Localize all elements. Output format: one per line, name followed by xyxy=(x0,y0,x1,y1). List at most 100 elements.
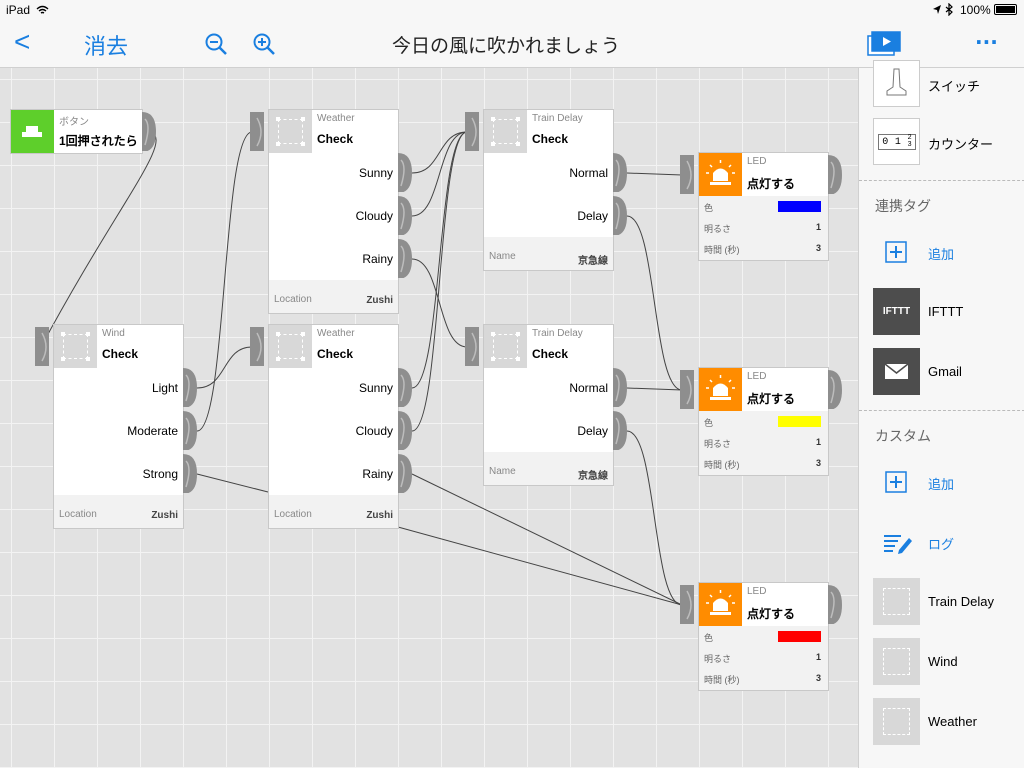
node-title: Check xyxy=(317,132,354,146)
wire-t1-normal-led1 xyxy=(626,172,683,176)
node-title: Check xyxy=(102,347,139,361)
input-port-led1[interactable] xyxy=(680,154,694,194)
palette-weather[interactable]: Weather xyxy=(873,698,1023,746)
button-node[interactable]: ボタン 1回押されたら xyxy=(11,110,142,153)
wind-node[interactable]: Wind Check Light Moderate Strong Locatio… xyxy=(54,325,183,528)
flow-canvas[interactable]: ボタン 1回押されたら Wind Check Light Moderate St… xyxy=(0,68,858,768)
output-label-cloudy: Cloudy xyxy=(355,209,393,223)
output-port-weather2-sunny[interactable] xyxy=(398,367,412,407)
output-label-delay: Delay xyxy=(577,209,608,223)
weather-node-2[interactable]: Weather Check Sunny Cloudy Rainy Locatio… xyxy=(269,325,398,528)
output-port-train2-delay[interactable] xyxy=(613,410,627,450)
output-port-weather2-rainy[interactable] xyxy=(398,453,412,493)
node-category: Weather xyxy=(317,328,355,339)
page-title: 今日の風に吹かれましょう xyxy=(392,35,621,57)
output-label-rainy: Rainy xyxy=(362,467,393,481)
add-integration-button[interactable]: 追加 xyxy=(873,228,1023,276)
play-slideshow-icon[interactable] xyxy=(866,30,904,58)
output-port-led1[interactable] xyxy=(828,154,842,194)
output-port-wind-moderate[interactable] xyxy=(183,410,197,450)
wire-t2-normal-led2 xyxy=(626,387,683,391)
led-time-row: 時間 (秒)3 xyxy=(699,238,828,260)
node-title: Check xyxy=(532,347,569,361)
output-label-sunny: Sunny xyxy=(358,381,393,395)
node-title: 点灯する xyxy=(747,177,796,191)
node-category: Weather xyxy=(317,113,355,124)
output-label-strong: Strong xyxy=(142,467,178,481)
node-title: Check xyxy=(532,132,569,146)
bluetooth-icon xyxy=(945,3,953,16)
node-category: LED xyxy=(747,156,767,167)
node-title: 点灯する xyxy=(747,392,796,406)
add-icon xyxy=(885,471,907,493)
battery-percent: 100% xyxy=(960,3,991,17)
log-edit-icon xyxy=(884,535,912,554)
output-port-weather2-cloudy[interactable] xyxy=(398,410,412,450)
section-header-tags: 連携タグ xyxy=(875,198,931,214)
add-icon xyxy=(885,241,907,263)
siren-icon xyxy=(699,583,742,626)
input-port-led3[interactable] xyxy=(680,584,694,624)
output-port-led2[interactable] xyxy=(828,369,842,409)
wire-w1-sunny-train1 xyxy=(411,131,468,174)
wire-t2-delay-led3 xyxy=(626,430,683,606)
output-port-led3[interactable] xyxy=(828,584,842,624)
back-button[interactable]: < xyxy=(14,26,31,57)
palette-train-delay[interactable]: Train Delay xyxy=(873,578,1023,626)
custom-tag-icon xyxy=(873,578,920,625)
output-port-weather1-cloudy[interactable] xyxy=(398,195,412,235)
zoom-in-icon[interactable] xyxy=(252,32,276,56)
siren-icon xyxy=(699,153,742,196)
output-port-train1-delay[interactable] xyxy=(613,195,627,235)
input-port-wind[interactable] xyxy=(35,326,49,366)
input-port-train2[interactable] xyxy=(465,326,479,366)
output-port-train1-normal[interactable] xyxy=(613,152,627,192)
ifttt-icon: IFTTT xyxy=(873,288,920,335)
output-port-weather1-rainy[interactable] xyxy=(398,238,412,278)
palette-gmail[interactable]: Gmail xyxy=(873,348,1023,396)
add-custom-button[interactable]: 追加 xyxy=(873,458,1023,506)
weather-node-1[interactable]: Weather Check Sunny Cloudy Rainy Locatio… xyxy=(269,110,398,313)
output-label-light: Light xyxy=(151,381,178,395)
node-category: ボタン xyxy=(59,117,89,128)
output-port-button[interactable] xyxy=(142,111,156,151)
output-label-delay: Delay xyxy=(577,424,608,438)
input-port-weather2[interactable] xyxy=(250,326,264,366)
palette-wind[interactable]: Wind xyxy=(873,638,1023,686)
input-port-train1[interactable] xyxy=(465,111,479,151)
wire-w1-cloudy-train1 xyxy=(411,131,468,217)
output-port-train2-normal[interactable] xyxy=(613,367,627,407)
nav-bar: < 消去 今日の風に吹かれましょう ··· xyxy=(0,20,1024,68)
output-port-wind-light[interactable] xyxy=(183,367,197,407)
output-label-rainy: Rainy xyxy=(362,252,393,266)
custom-tag-icon xyxy=(269,325,312,368)
palette-ifttt[interactable]: IFTTT IFTTT xyxy=(873,288,1023,336)
input-port-weather1[interactable] xyxy=(250,111,264,151)
output-label-sunny: Sunny xyxy=(358,166,393,180)
log-button[interactable]: ログ xyxy=(873,518,1023,566)
input-port-led2[interactable] xyxy=(680,369,694,409)
palette-switch[interactable]: スイッチ xyxy=(873,60,1023,108)
custom-tag-icon xyxy=(484,110,527,153)
node-title: Check xyxy=(317,347,354,361)
output-port-wind-strong[interactable] xyxy=(183,453,197,493)
led-color-row: 色 xyxy=(699,411,828,432)
zoom-out-icon[interactable] xyxy=(204,32,228,56)
output-label-moderate: Moderate xyxy=(127,424,178,438)
output-port-weather1-sunny[interactable] xyxy=(398,152,412,192)
custom-tag-icon xyxy=(54,325,97,368)
clear-button[interactable]: 消去 xyxy=(84,35,129,60)
more-button[interactable]: ··· xyxy=(975,30,998,54)
